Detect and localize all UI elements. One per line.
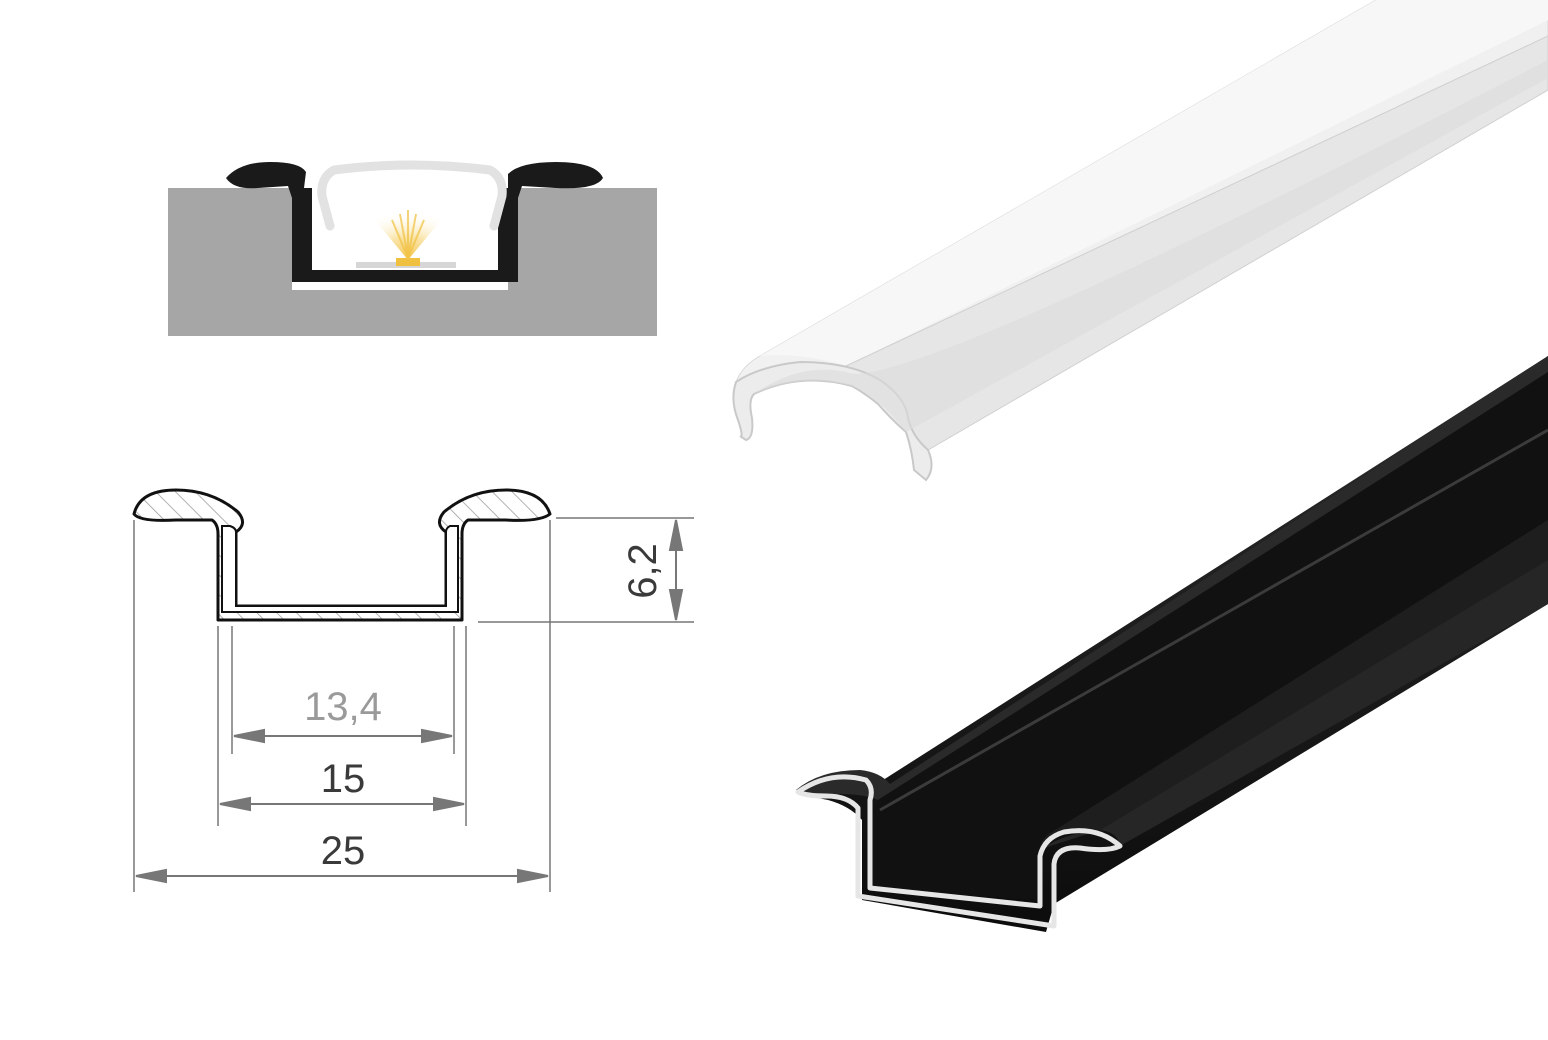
dimension-label-total-width: 25 <box>321 829 366 873</box>
profile-right-wall <box>1040 520 1548 846</box>
profile-cut-end <box>795 774 1123 929</box>
dimension-label-inner-width: 13,4 <box>304 685 382 729</box>
profile-channel-floor <box>872 372 1548 900</box>
led-light-rays <box>391 210 425 259</box>
arrow-channel-right <box>433 796 465 812</box>
arrow-channel-left <box>219 796 251 812</box>
arrow-inner-right <box>421 728 453 744</box>
profile-section-black <box>226 162 603 282</box>
diffuser-top-highlight <box>760 0 1548 366</box>
installation-surface <box>168 188 657 336</box>
diffuser-cover-section <box>317 160 507 231</box>
arrow-height-bottom <box>668 589 684 621</box>
dimension-label-height: 6,2 <box>621 543 665 599</box>
aluminum-profile-render <box>795 356 1548 932</box>
profile-section-outline <box>132 488 552 622</box>
arrow-inner-left <box>233 728 265 744</box>
installation-cross-section <box>168 160 657 336</box>
dimension-label-channel-width: 15 <box>321 757 366 801</box>
profile-channel-edge <box>879 428 1548 812</box>
arrow-total-left <box>135 868 167 884</box>
technical-drawing: 13,4 15 25 6,2 <box>132 488 694 892</box>
arrow-total-right <box>517 868 549 884</box>
profile-inner-channel <box>221 525 459 613</box>
diffuser-cover-render <box>732 0 1548 482</box>
arrow-height-top <box>668 519 684 551</box>
led-chip <box>396 258 420 266</box>
